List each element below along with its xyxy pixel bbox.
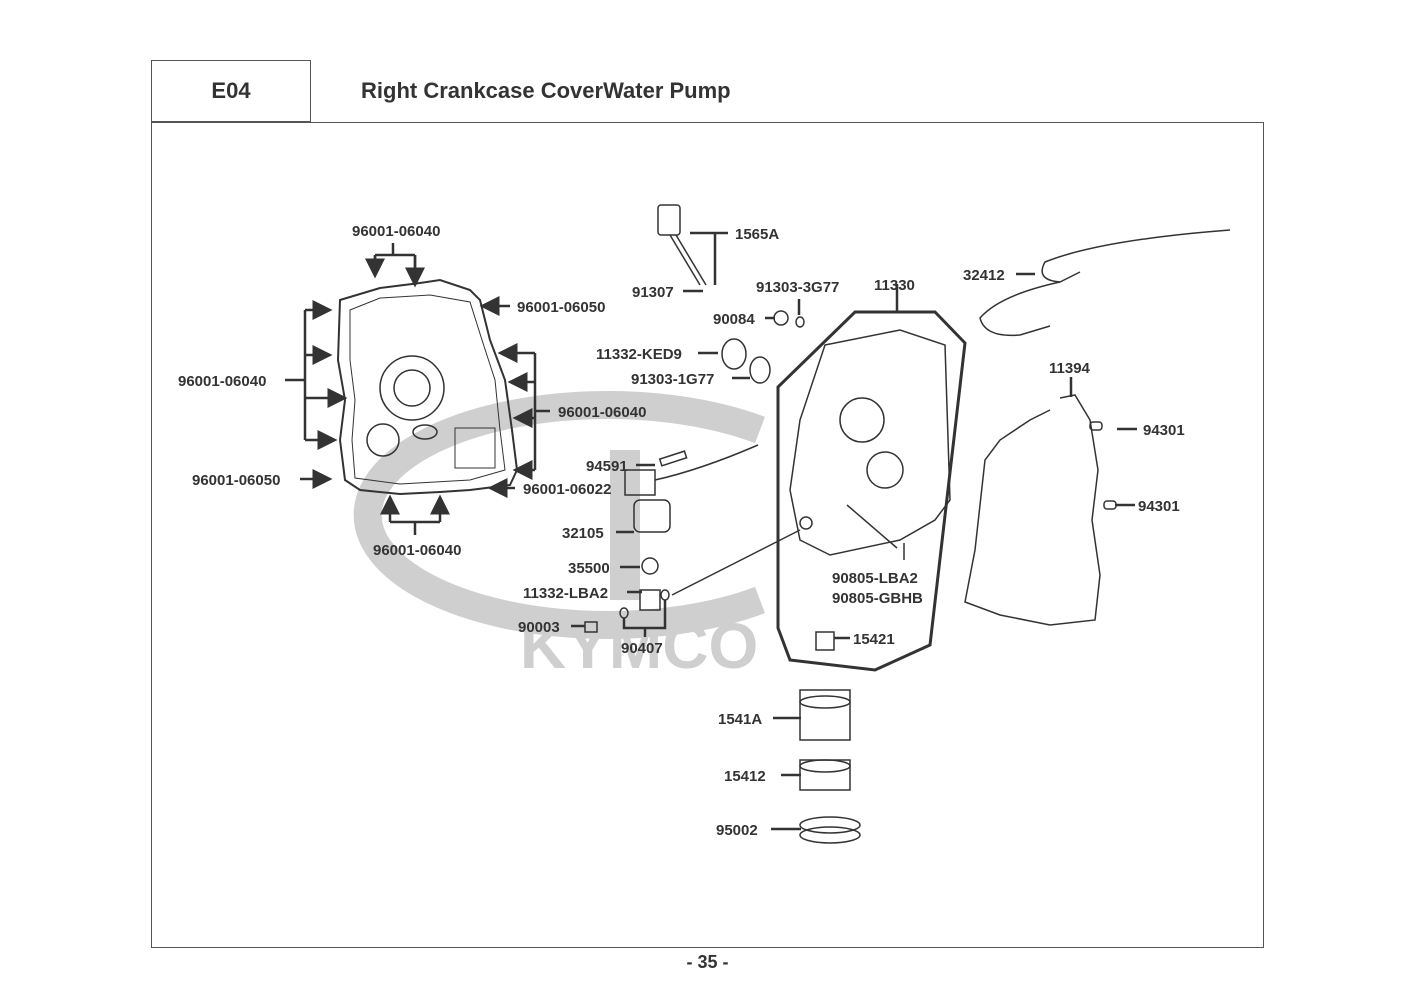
- part-label: 11332-LBA2: [523, 585, 608, 602]
- part-label: 1541A: [718, 711, 762, 728]
- part-label: 95002: [716, 822, 758, 839]
- part-label: 11330: [874, 277, 915, 294]
- leader-lines-left: [285, 243, 550, 535]
- part-label: 90003: [518, 619, 560, 636]
- part-label: 32105: [562, 525, 604, 542]
- right-crankcase-cover-illustration: [336, 278, 519, 496]
- watermark-text: KYMCO: [520, 610, 758, 682]
- page-title: Right Crankcase CoverWater Pump: [310, 60, 1263, 122]
- part-label: 96001-06050: [517, 299, 605, 316]
- part-label: 1565A: [735, 226, 779, 243]
- part-label: 32412: [963, 267, 1005, 284]
- part-label: 96001-06040: [352, 223, 440, 240]
- part-label: 96001-06040: [558, 404, 646, 421]
- part-label: 96001-06040: [373, 542, 461, 559]
- leader-lines-parts: [571, 231, 1137, 831]
- part-label: 90805-GBHB: [832, 590, 923, 607]
- part-label: 90805-LBA2: [832, 570, 918, 587]
- kymco-watermark: KYMCO: [353, 391, 765, 682]
- part-label: 35500: [568, 560, 610, 577]
- part-label: 91303-1G77: [631, 371, 714, 388]
- cable-gasket-illustrations: [964, 229, 1231, 626]
- part-label: 94591: [586, 458, 628, 475]
- crankcase-11330-illustration: [776, 284, 967, 672]
- part-label: 15421: [853, 631, 895, 648]
- part-label: 94301: [1138, 498, 1180, 515]
- part-label: 91303-3G77: [756, 279, 839, 296]
- page-number: - 35 -: [686, 952, 729, 972]
- part-label: 96001-06040: [178, 373, 266, 390]
- part-labels: 96001-06040 96001-06050 96001-06040 9600…: [178, 223, 1185, 839]
- part-label: 15412: [724, 768, 766, 785]
- part-label: 90407: [621, 640, 663, 657]
- part-label: 96001-06050: [192, 472, 280, 489]
- part-label: 90084: [713, 311, 755, 328]
- small-parts-illustrations: [584, 204, 905, 844]
- diagram-frame: [151, 122, 1264, 948]
- section-code: E04: [151, 60, 310, 122]
- part-label: 94301: [1143, 422, 1185, 439]
- part-label: 96001-06022: [523, 481, 611, 498]
- part-label: 11332-KED9: [596, 346, 682, 363]
- part-label: 91307: [632, 284, 674, 301]
- part-label: 11394: [1049, 360, 1091, 377]
